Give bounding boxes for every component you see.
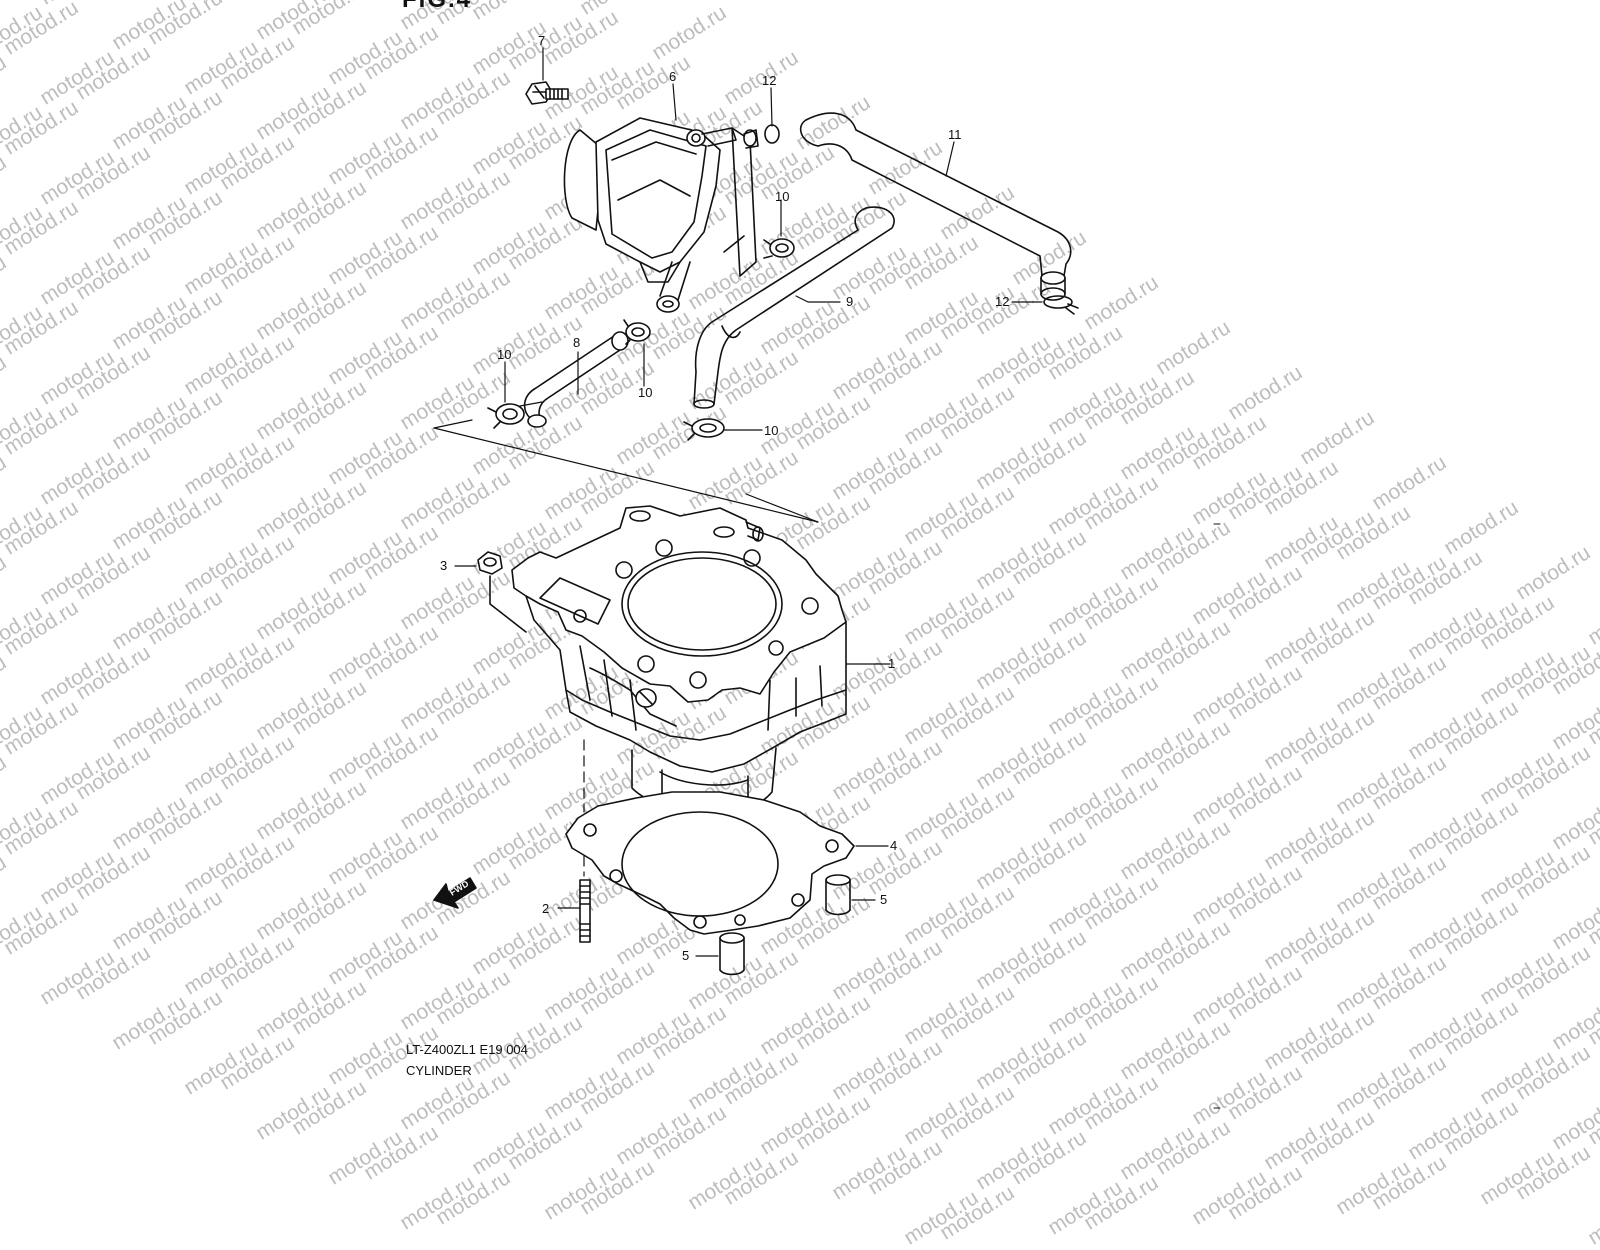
diagram-name: CYLINDER <box>406 1063 472 1078</box>
callout-12-upper: 12 <box>762 74 776 87</box>
callout-4: 4 <box>890 839 897 852</box>
dowel-part-5-b <box>720 933 744 975</box>
callout-10-lower: 10 <box>764 424 778 437</box>
gasket-part-4 <box>566 792 854 934</box>
callout-12-lower: 12 <box>995 295 1009 308</box>
callout-9: 9 <box>846 295 853 308</box>
callout-7: 7 <box>538 34 545 47</box>
callout-1: 1 <box>888 657 895 670</box>
callout-5-lower: 5 <box>682 949 689 962</box>
hose-part-9 <box>694 207 894 408</box>
callout-10-left: 10 <box>497 348 511 361</box>
hose-part-11 <box>801 113 1071 300</box>
cylinder-part-1 <box>512 506 846 814</box>
callout-10-mid: 10 <box>638 386 652 399</box>
bolt-part-7 <box>526 82 568 104</box>
callout-10-upper: 10 <box>775 190 789 203</box>
callout-11: 11 <box>948 128 962 141</box>
clamp-part-10-a <box>764 239 794 258</box>
diagram-lineart: FWD <box>0 0 1600 1200</box>
callout-6: 6 <box>669 70 676 83</box>
callout-8: 8 <box>573 336 580 349</box>
dowel-part-5-a <box>826 875 850 915</box>
fitting-part <box>744 125 779 148</box>
callout-2: 2 <box>542 902 549 915</box>
callout-5-right: 5 <box>880 893 887 906</box>
stud-part-2 <box>580 880 590 942</box>
assembly-lines <box>434 402 818 522</box>
valve-body-part-6 <box>564 118 756 312</box>
clamp-part-10-d <box>684 419 724 440</box>
callout-3: 3 <box>440 559 447 572</box>
fwd-arrow: FWD <box>434 878 476 908</box>
clamp-part-10-c <box>488 404 524 428</box>
model-code: LT-Z400ZL1 E19 004 <box>406 1042 528 1057</box>
